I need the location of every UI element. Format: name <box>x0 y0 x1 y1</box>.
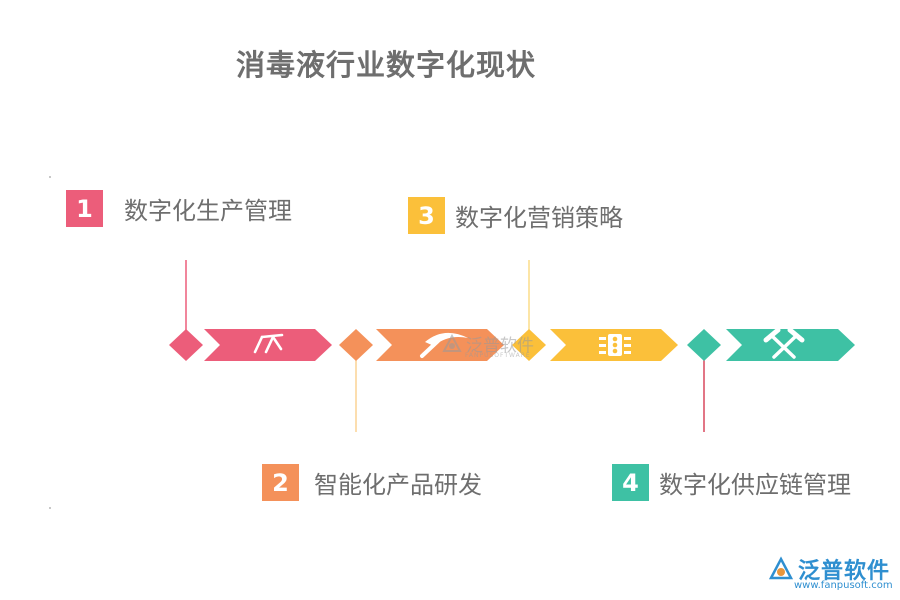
step-1: 1 数字化生产管理 <box>66 190 292 227</box>
fanpu-logo-icon <box>442 333 462 352</box>
center-watermark: 泛普软件 FANPUSOFTWARE <box>441 331 534 359</box>
step-number-badge: 3 <box>408 197 445 234</box>
watermark-text: 泛普软件 <box>466 336 534 356</box>
step-2: 2 智能化产品研发 <box>262 464 482 501</box>
milestone-diamond-1 <box>169 329 203 361</box>
step-number-badge: 1 <box>66 190 103 227</box>
left-tick-mark <box>49 176 51 178</box>
step-label: 数字化营销策略 <box>455 204 623 232</box>
step-label: 数字化供应链管理 <box>659 471 851 499</box>
step-3: 3 数字化营销策略 <box>408 197 623 234</box>
milestone-diamond-3 <box>512 329 546 361</box>
step-4: 4 数字化供应链管理 <box>612 464 851 501</box>
step-label: 智能化产品研发 <box>314 471 482 499</box>
brand-url: www.fanpusoft.com <box>794 580 893 591</box>
step-label: 数字化生产管理 <box>124 197 292 225</box>
chevron-arrow-4 <box>726 329 855 361</box>
crossed-hammers-icon <box>763 327 805 359</box>
chevron-arrow-2 <box>376 329 504 361</box>
page-title: 消毒液行业数字化现状 <box>236 48 537 82</box>
milestone-diamond-4 <box>687 329 721 361</box>
watermark-subtext: FANPUSOFTWARE <box>465 352 531 359</box>
pickaxe-icon <box>420 332 468 358</box>
left-tick-mark <box>49 507 51 509</box>
step-number-badge: 2 <box>262 464 299 501</box>
brand-name: 泛普软件 <box>798 559 891 584</box>
fanpu-logo-icon <box>768 556 794 580</box>
ladder-icon <box>253 333 284 354</box>
milestone-diamond-2 <box>339 329 373 361</box>
brand-logo: 泛普软件 www.fanpusoft.com <box>768 553 893 591</box>
traffic-light-icon <box>599 334 631 356</box>
step-number-badge: 4 <box>612 464 649 501</box>
